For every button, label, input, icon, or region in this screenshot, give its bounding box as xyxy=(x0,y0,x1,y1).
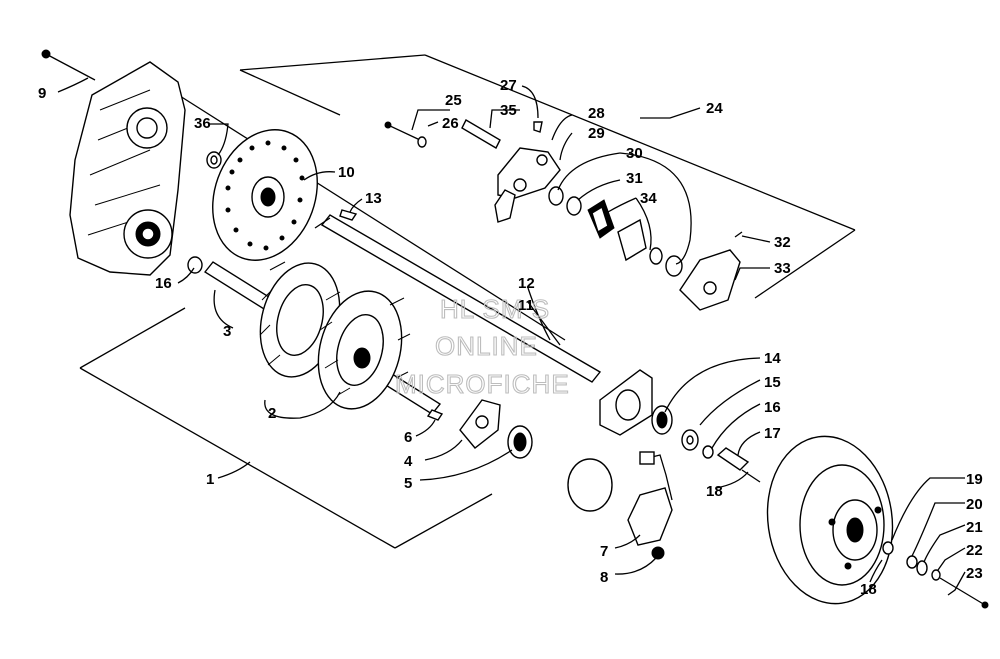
callout-14: 14 xyxy=(764,350,781,367)
callout-18-left: 18 xyxy=(706,483,723,500)
callout-4: 4 xyxy=(404,453,413,470)
piston-right xyxy=(649,247,683,277)
driven-shaft xyxy=(314,214,602,383)
callout-12: 12 xyxy=(518,275,535,292)
callout-26: 26 xyxy=(442,115,459,132)
washer-26 xyxy=(417,136,427,148)
watermark-line-1: HL SM S xyxy=(440,294,550,324)
gear-case xyxy=(69,61,186,276)
washer-22 xyxy=(931,569,941,581)
callout-7: 7 xyxy=(600,543,608,560)
callout-22: 22 xyxy=(966,542,983,559)
seal-30 xyxy=(548,186,564,206)
callout-3: 3 xyxy=(223,323,231,340)
callout-36: 36 xyxy=(194,115,211,132)
callout-34: 34 xyxy=(640,190,657,207)
callout-28: 28 xyxy=(588,105,605,122)
plate-disc xyxy=(567,458,613,512)
assembly-box-1 xyxy=(79,95,566,549)
bolt-9 xyxy=(41,49,96,81)
callout-16-right: 16 xyxy=(764,399,781,416)
housing-7 xyxy=(627,451,673,546)
callout-6: 6 xyxy=(404,429,412,446)
washer-16-left xyxy=(187,256,203,274)
callout-29: 29 xyxy=(588,125,605,142)
callout-15: 15 xyxy=(764,374,781,391)
washer-19-20 xyxy=(882,541,918,569)
piston-31 xyxy=(566,196,582,216)
callout-17: 17 xyxy=(764,425,781,442)
assembly-box-24 xyxy=(239,54,856,299)
callout-10: 10 xyxy=(338,164,355,181)
washer-21 xyxy=(916,560,928,576)
callout-31: 31 xyxy=(626,170,643,187)
callout-19: 19 xyxy=(966,471,983,488)
callout-23: 23 xyxy=(966,565,983,582)
callout-8: 8 xyxy=(600,569,608,586)
callout-1: 1 xyxy=(206,471,214,488)
callout-25: 25 xyxy=(445,92,462,109)
shim-34 xyxy=(617,218,647,262)
callout-27: 27 xyxy=(500,77,517,94)
callout-30: 30 xyxy=(626,145,643,162)
watermark-line-2: ONLINE xyxy=(435,331,538,361)
washer-15 xyxy=(681,429,699,451)
brake-disc-10 xyxy=(212,129,318,261)
callout-16-left: 16 xyxy=(155,275,172,292)
bolt-23 xyxy=(939,577,989,609)
screw-32 xyxy=(734,231,743,238)
caliper-33 xyxy=(679,249,741,311)
flange-4 xyxy=(459,399,501,449)
callout-24: 24 xyxy=(706,100,723,117)
callout-20: 20 xyxy=(966,496,983,513)
brake-pad-left xyxy=(587,199,615,239)
key-6 xyxy=(426,409,444,421)
bolt-18-left xyxy=(741,469,761,483)
spacer-17 xyxy=(716,447,750,471)
pin-35 xyxy=(461,119,501,149)
bolt-25 xyxy=(384,121,421,141)
callout-labels: 9 36 10 13 16 3 2 1 6 4 5 12 11 25 26 27… xyxy=(38,77,983,598)
callout-32: 32 xyxy=(774,234,791,251)
callout-13: 13 xyxy=(365,190,382,207)
callout-2: 2 xyxy=(268,405,276,422)
sprocket-2 xyxy=(259,261,411,410)
callout-21: 21 xyxy=(966,519,983,536)
bearing-5 xyxy=(507,425,533,459)
driven-pulley xyxy=(766,435,894,605)
callout-11: 11 xyxy=(518,297,534,314)
watermark-line-3: MICROFICHE xyxy=(395,369,570,399)
callout-35: 35 xyxy=(500,102,517,119)
key-13 xyxy=(339,209,358,221)
clip-27 xyxy=(533,121,543,133)
caliper-28 xyxy=(497,147,561,199)
callout-5: 5 xyxy=(404,475,412,492)
callout-33: 33 xyxy=(774,260,791,277)
callout-9: 9 xyxy=(38,85,46,102)
washer-36 xyxy=(206,151,222,169)
washer-16-right xyxy=(702,445,714,459)
bearing-housing xyxy=(599,369,653,436)
caliper-bracket-29 xyxy=(494,189,516,223)
watermark: HL SM S ONLINE MICROFICHE xyxy=(394,293,570,399)
nut-8 xyxy=(651,546,665,560)
callout-18-bottom: 18 xyxy=(860,581,877,598)
leader-lines xyxy=(57,77,966,596)
bearing-14 xyxy=(651,405,673,435)
